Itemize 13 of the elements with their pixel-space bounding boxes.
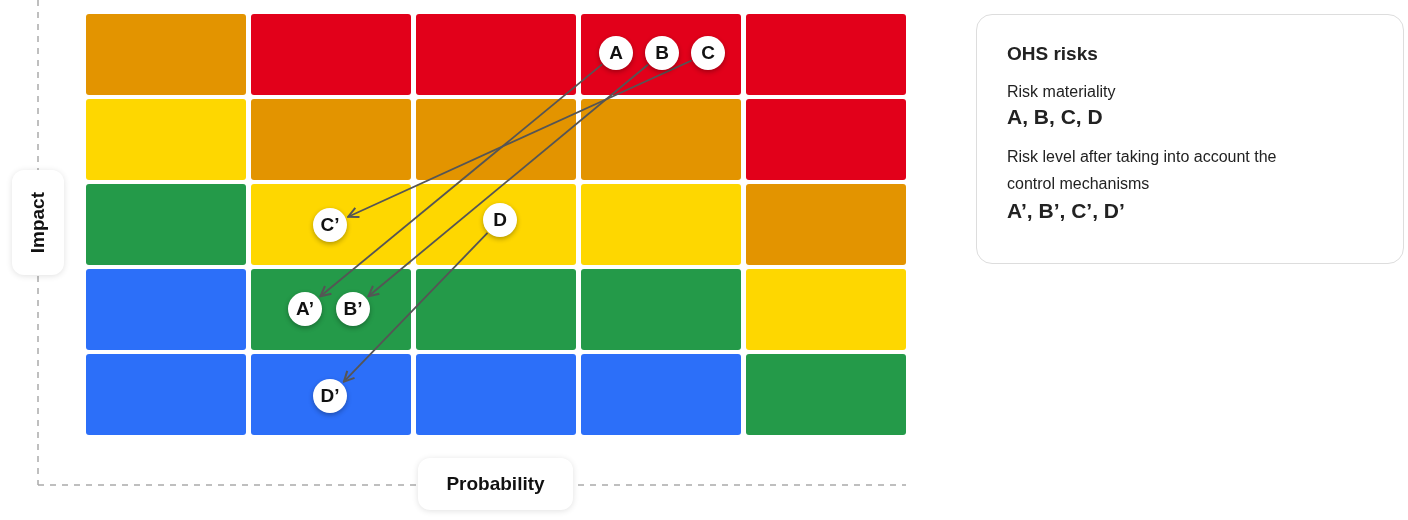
axis-label-card [12, 170, 64, 275]
risk-list: A’, B’, C’, D’ [1007, 199, 1373, 223]
axis-title: Probability [446, 473, 545, 495]
legend-card [976, 14, 1404, 264]
arrow [342, 232, 489, 383]
risk-list: A, B, C, D [1007, 105, 1373, 129]
arrow [347, 59, 693, 219]
card-title: OHS risks [1007, 43, 1099, 65]
arrow [319, 63, 603, 298]
section-label: Risk level after taking into account the control mechanisms [1007, 147, 1278, 194]
axis-title: Impact [27, 191, 49, 254]
section-label: Risk materiality [1007, 83, 1117, 101]
arrow [367, 63, 649, 298]
